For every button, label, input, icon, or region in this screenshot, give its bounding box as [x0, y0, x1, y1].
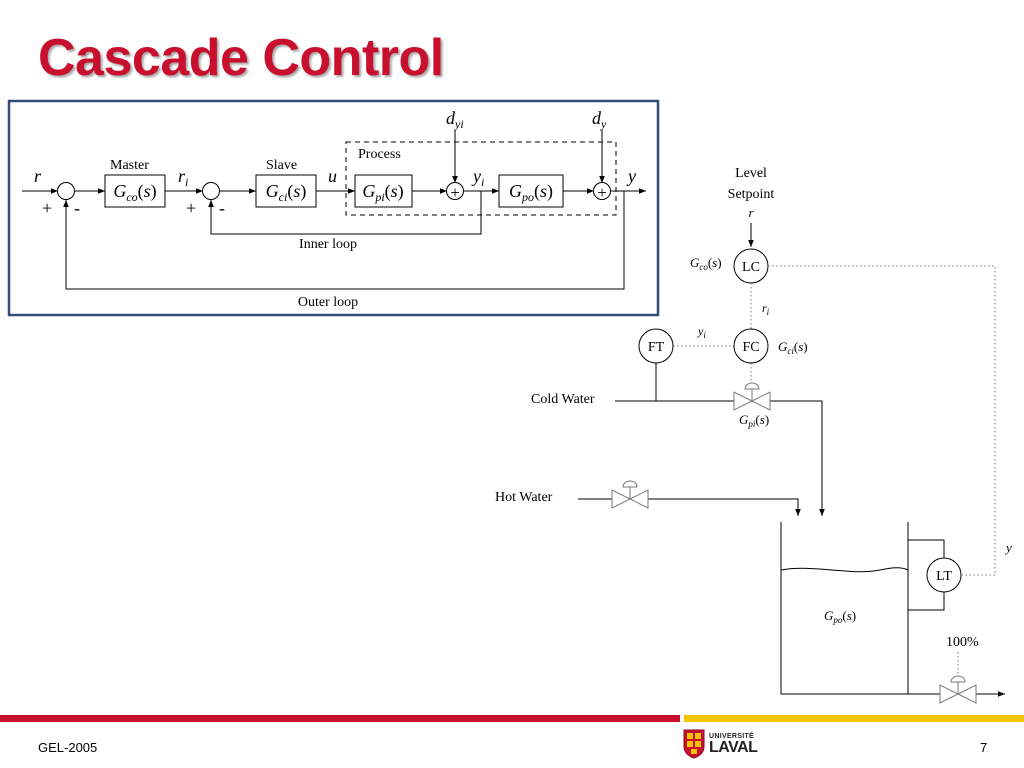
dyi-summing-junction — [446, 182, 464, 200]
logo-line2: LAVAL — [709, 738, 758, 756]
slave-label: Slave — [266, 158, 297, 173]
logo-line1: UNIVERSITÉ — [709, 732, 755, 740]
block-diagram-frame — [7, 99, 660, 317]
ri-label: ri — [178, 166, 188, 189]
gpo-block-label: Gpo(s) — [509, 181, 553, 204]
tank — [780, 522, 909, 695]
lt-lower-tap — [908, 592, 945, 611]
cold-water-valve-icon — [733, 382, 771, 411]
inner-loop-label: Inner loop — [299, 237, 357, 252]
gpi-block — [354, 174, 413, 208]
page-number: 7 — [980, 740, 988, 755]
master-label: Master — [110, 158, 149, 173]
university-crest-icon — [683, 729, 705, 759]
dy-junction-plus: + — [597, 183, 607, 202]
block-diagram: Process + + Gco(s) Gci(s) Gpi(s) — [7, 99, 660, 317]
outlet-valve-icon — [939, 675, 977, 704]
tank-gpo-label: Gpo(s) — [824, 608, 856, 625]
dyi-junction-plus: + — [450, 183, 460, 202]
process-diagram: Level Setpoint r LC Gco(s) ri yi y FT FC… — [495, 166, 1012, 704]
dy-label: dy — [592, 108, 607, 131]
u-label: u — [328, 166, 337, 186]
course-code: GEL-2005 — [38, 740, 98, 755]
gci-block — [255, 174, 317, 208]
outlet-valve-opening-label: 100% — [946, 635, 979, 650]
inner-loop-feedback — [208, 191, 482, 235]
slide-title: Cascade Control — [38, 29, 444, 87]
cold-water-label: Cold Water — [531, 392, 595, 407]
pid-yi-label: yi — [697, 324, 706, 340]
inner-plus-sign: + — [186, 198, 196, 218]
gpo-block — [498, 174, 564, 208]
level-transmitter-bubble — [926, 557, 962, 593]
dyi-label: dyi — [446, 108, 464, 131]
inner-summing-junction — [202, 182, 220, 200]
outer-loop-label: Outer loop — [298, 295, 358, 310]
y-label: y — [626, 166, 636, 186]
inner-minus-sign: - — [219, 198, 225, 218]
process-label: Process — [358, 147, 401, 162]
gpi-block-label: Gpi(s) — [362, 181, 403, 204]
lt-label: LT — [936, 569, 952, 584]
gco-block — [104, 174, 166, 208]
tank-liquid-level — [780, 567, 909, 573]
lc-gco-label: Gco(s) — [690, 255, 722, 272]
level-setpoint-line2: Setpoint — [728, 187, 775, 202]
fc-label: FC — [742, 340, 759, 355]
flow-controller-bubble — [733, 328, 769, 364]
r-label: r — [34, 166, 42, 186]
fc-gci-label: Gci(s) — [778, 339, 808, 356]
hot-water-label: Hot Water — [495, 490, 553, 505]
outer-minus-sign: - — [74, 198, 80, 218]
y-signal-dotted — [768, 265, 996, 576]
gco-block-label: Gco(s) — [113, 181, 156, 204]
cold-valve-gpi-label: Gpi(s) — [739, 412, 769, 429]
yi-label: yi — [471, 166, 484, 189]
university-logo: UNIVERSITÉ LAVAL — [683, 729, 758, 759]
lc-label: LC — [742, 260, 760, 275]
outer-plus-sign: + — [42, 198, 52, 218]
dy-summing-junction — [593, 182, 611, 200]
gci-block-label: Gci(s) — [266, 181, 307, 204]
ft-label: FT — [648, 340, 665, 355]
hot-water-valve-icon — [611, 480, 649, 509]
footer-bar-red — [0, 715, 680, 722]
cold-water-outlet-pipe — [770, 400, 825, 516]
level-setpoint-line1: Level — [735, 166, 767, 181]
outer-summing-junction — [57, 182, 75, 200]
setpoint-r-label: r — [748, 205, 754, 220]
pid-ri-label: ri — [762, 301, 770, 317]
footer-bar-yellow — [684, 715, 1024, 722]
pid-y-label: y — [1004, 540, 1012, 555]
lt-upper-tap — [908, 539, 945, 558]
hot-water-outlet-pipe — [648, 498, 801, 516]
outer-loop-feedback — [63, 191, 625, 290]
